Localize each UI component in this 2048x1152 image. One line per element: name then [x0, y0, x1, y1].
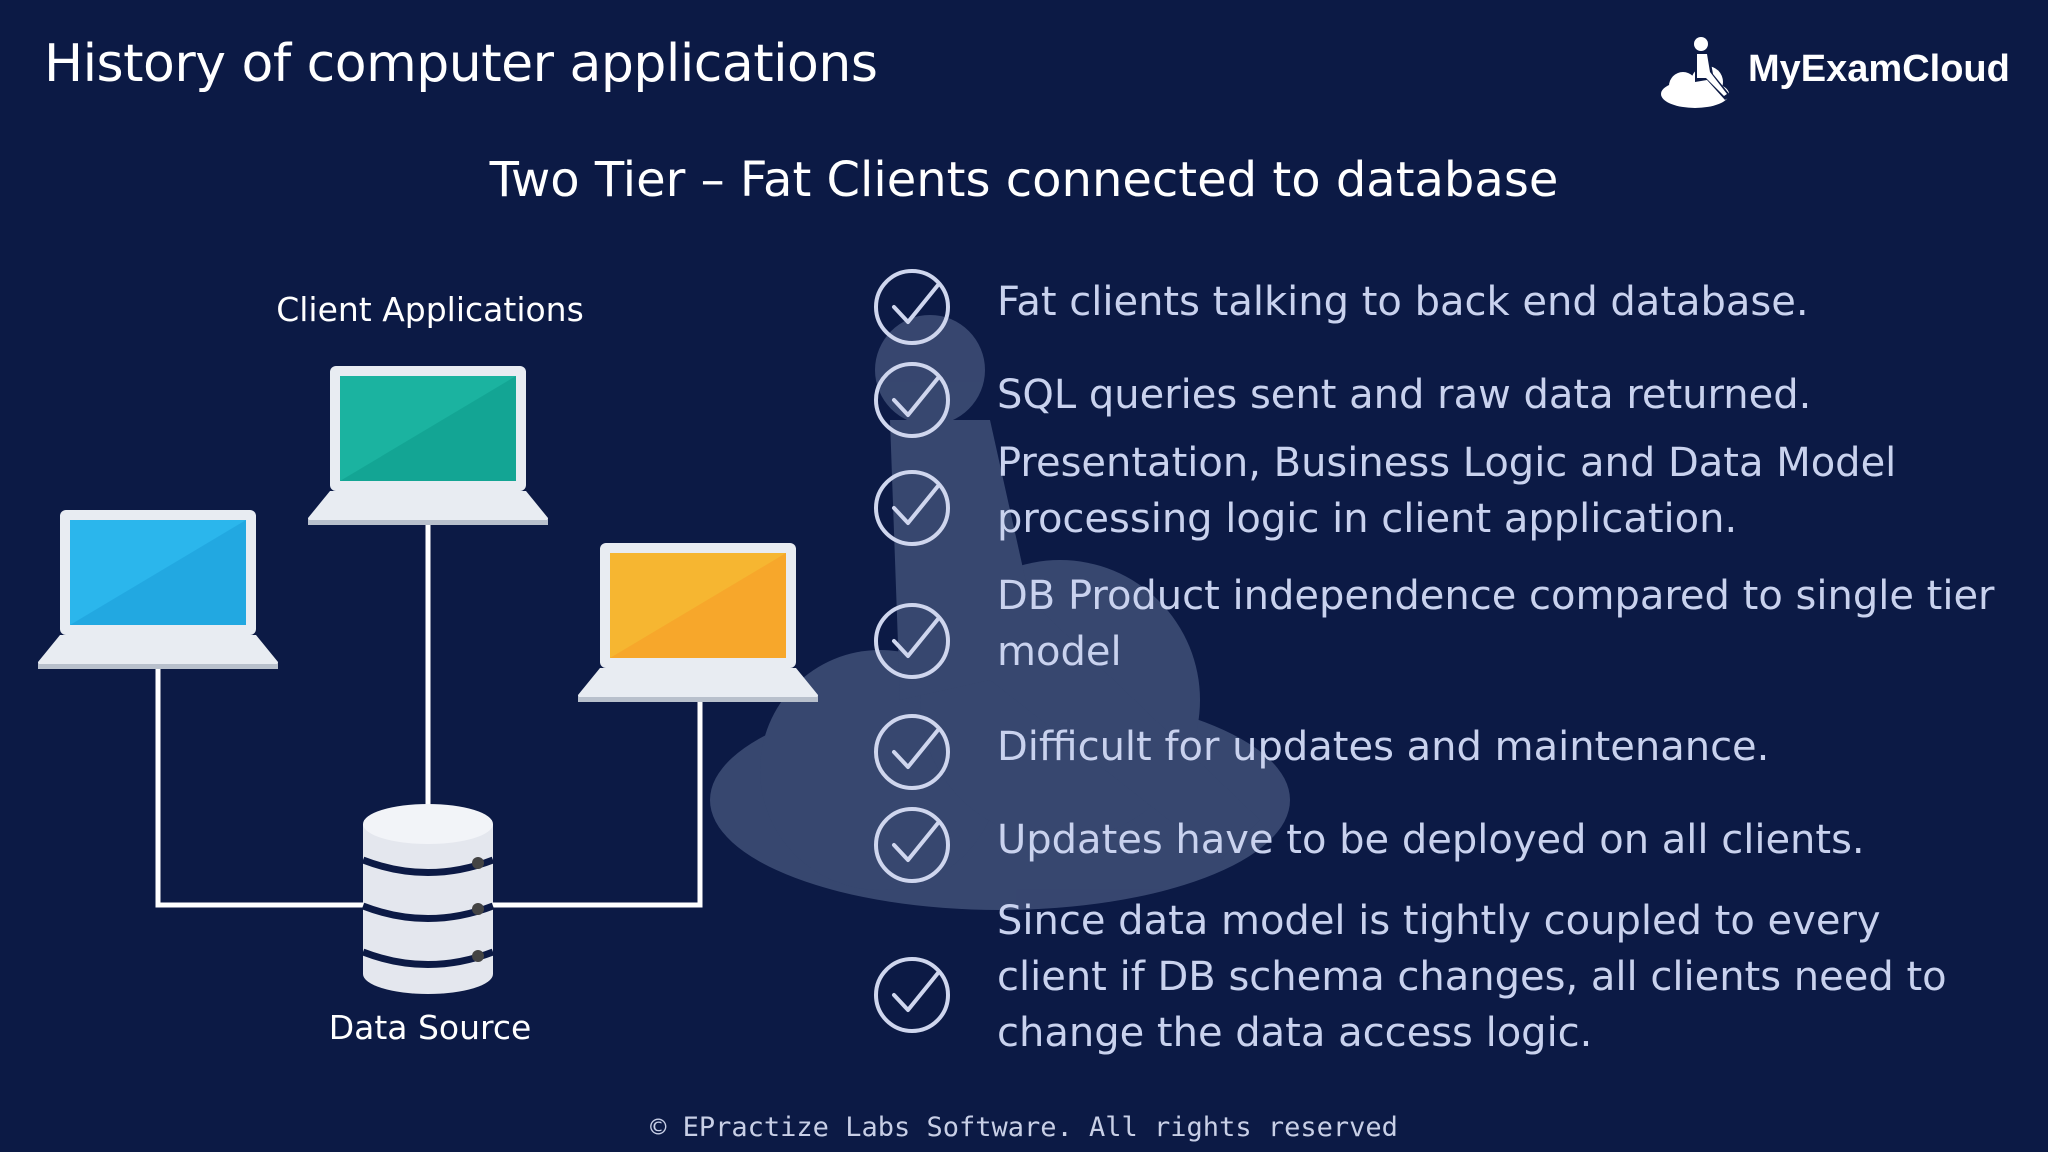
checkmark-icon [874, 470, 950, 546]
bullet-text: Updates have to be deployed on all clien… [997, 817, 1865, 863]
watermark-logo [710, 315, 1290, 910]
checkmark-icon [874, 603, 950, 679]
bullet-text: Presentation, Business Logic and Data Mo… [997, 440, 1897, 542]
logo-text: MyExamCloud [1748, 48, 2010, 90]
myexamcloud-logo: MyExamCloud [1655, 30, 2015, 112]
checkmark-icon [874, 714, 950, 790]
laptop-left [38, 510, 278, 669]
bullet-text: Fat clients talking to back end database… [997, 279, 1809, 325]
checkmark-icon [874, 269, 950, 345]
data-source-label: Data Source [328, 1008, 532, 1047]
page-title: History of computer applications [44, 34, 878, 94]
client-applications-label: Client Applications [276, 290, 584, 329]
bullet-text: Difficult for updates and maintenance. [997, 724, 1770, 770]
checkmark-icon [874, 362, 950, 438]
checkmark-icon [874, 957, 950, 1033]
laptop-right [578, 543, 818, 702]
bullet-text: DB Product independence compared to sing… [997, 573, 1995, 675]
copyright-footer: © EPractize Labs Software. All rights re… [650, 1112, 1398, 1143]
database-icon [361, 804, 495, 994]
checkmark-icon [874, 807, 950, 883]
slide-subtitle: Two Tier – Fat Clients connected to data… [489, 152, 1559, 208]
laptop-top [308, 366, 548, 525]
two-tier-diagram [38, 366, 818, 994]
bullet-list: Fat clients talking to back end database… [860, 260, 2010, 1080]
bullet-text: Since data model is tightly coupled to e… [997, 898, 1947, 1056]
bullet-text: SQL queries sent and raw data returned. [997, 372, 1812, 418]
connector-lines [155, 524, 703, 908]
logo-icon [1661, 37, 1731, 108]
